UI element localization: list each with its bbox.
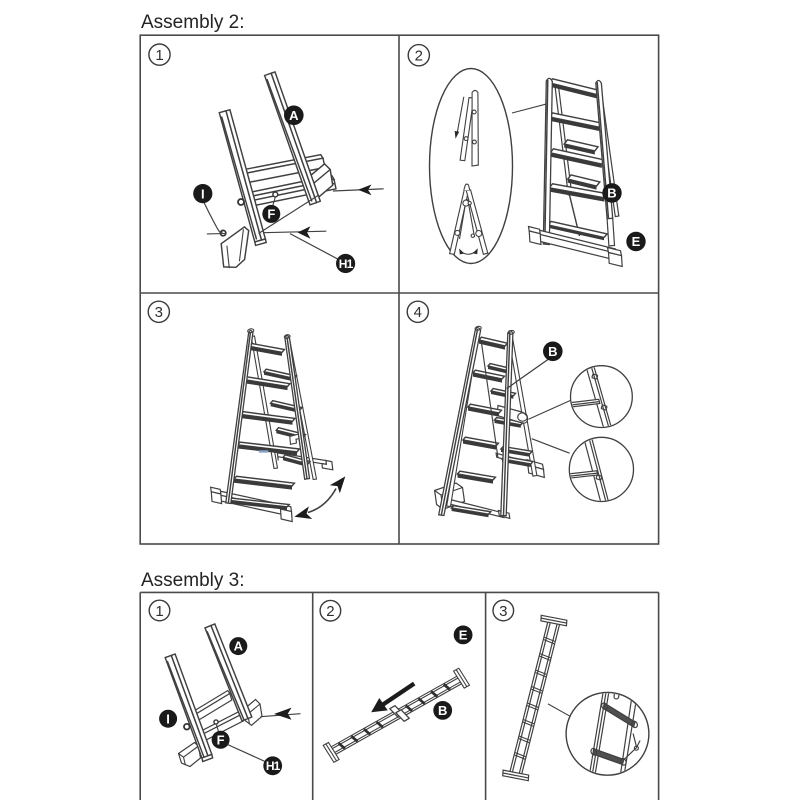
svg-text:E: E — [632, 234, 641, 249]
svg-text:3: 3 — [155, 304, 163, 321]
svg-text:A: A — [234, 639, 244, 654]
svg-text:I: I — [166, 711, 170, 726]
svg-text:B: B — [548, 344, 557, 359]
svg-text:H1: H1 — [339, 257, 354, 271]
svg-text:3: 3 — [499, 603, 507, 620]
svg-text:Assembly 2:: Assembly 2: — [141, 12, 244, 33]
svg-text:H1: H1 — [266, 759, 281, 773]
svg-text:F: F — [267, 207, 275, 222]
svg-text:2: 2 — [415, 48, 423, 65]
svg-text:Assembly 3:: Assembly 3: — [141, 570, 244, 591]
svg-text:4: 4 — [414, 304, 422, 321]
svg-text:A: A — [289, 108, 299, 123]
svg-text:1: 1 — [155, 47, 163, 64]
svg-text:B: B — [607, 186, 616, 201]
svg-text:1: 1 — [155, 603, 163, 620]
svg-text:F: F — [217, 733, 225, 748]
svg-text:B: B — [438, 703, 447, 718]
svg-text:2: 2 — [326, 603, 334, 620]
svg-text:I: I — [201, 186, 205, 201]
svg-text:E: E — [459, 628, 468, 643]
